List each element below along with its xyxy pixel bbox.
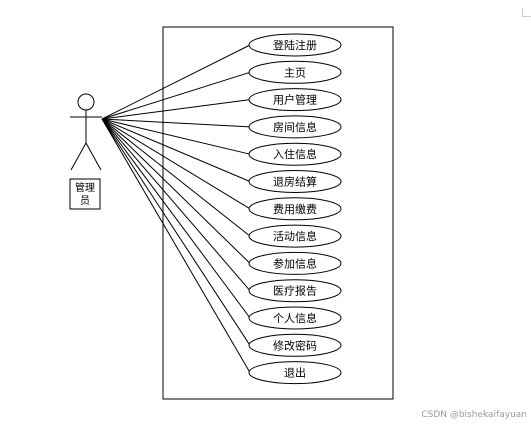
association-line — [101, 118, 251, 210]
use-case-label: 登陆注册 — [273, 38, 317, 52]
use-case[interactable]: 退出 — [248, 361, 342, 385]
use-case[interactable]: 活动信息 — [248, 224, 342, 248]
association-line — [101, 118, 251, 292]
use-case-ellipse — [248, 361, 342, 385]
use-case-ellipse — [248, 224, 342, 248]
use-case-ellipse — [248, 33, 342, 57]
association-line — [101, 71, 251, 120]
use-case-label: 活动信息 — [273, 229, 317, 243]
association-line — [101, 118, 251, 182]
use-case-ellipse — [248, 333, 342, 357]
use-case-ellipse — [248, 60, 342, 84]
use-case[interactable]: 医疗报告 — [248, 279, 342, 303]
use-case[interactable]: 主页 — [248, 60, 342, 84]
actor-label-box — [69, 178, 101, 210]
use-case-list: 登陆注册主页用户管理房间信息入住信息退房结算费用缴费活动信息参加信息医疗报告个人… — [248, 33, 342, 385]
use-case-ellipse — [248, 306, 342, 330]
use-case-label: 参加信息 — [273, 256, 317, 270]
corner-mark — [522, 8, 531, 17]
use-case[interactable]: 退房结算 — [248, 170, 342, 193]
association-line — [101, 44, 251, 120]
use-case-label: 费用缴费 — [273, 202, 317, 216]
actor-left-leg — [70, 142, 87, 171]
association-line — [101, 118, 251, 155]
actor-head — [77, 93, 95, 111]
use-case-label: 房间信息 — [273, 120, 317, 134]
use-case[interactable]: 房间信息 — [248, 115, 342, 139]
association-lines — [101, 44, 251, 373]
association-line — [101, 118, 251, 237]
association-line — [101, 118, 251, 373]
use-case[interactable]: 登陆注册 — [248, 33, 342, 57]
use-case-label: 医疗报告 — [273, 284, 317, 298]
use-case[interactable]: 修改密码 — [248, 333, 342, 357]
use-case-ellipse — [248, 279, 342, 303]
use-case-label: 主页 — [284, 66, 306, 79]
use-case-ellipse — [248, 88, 342, 112]
association-line — [101, 118, 251, 319]
actor-label-line2: 员 — [80, 195, 90, 207]
use-case-ellipse — [248, 251, 342, 275]
use-case[interactable]: 入住信息 — [248, 142, 342, 166]
watermark: CSDN @bishekaifayuan — [421, 410, 527, 420]
use-case-label: 退房结算 — [273, 175, 317, 189]
use-case-label: 修改密码 — [273, 338, 317, 352]
use-case[interactable]: 费用缴费 — [248, 197, 342, 221]
association-line — [101, 118, 251, 264]
association-line — [101, 118, 251, 346]
use-case[interactable]: 个人信息 — [248, 306, 342, 330]
use-case[interactable]: 用户管理 — [248, 88, 342, 112]
use-case-ellipse — [248, 170, 342, 193]
association-line — [101, 118, 251, 128]
actor-label-line1: 管理 — [75, 181, 95, 194]
use-case-label: 用户管理 — [273, 93, 317, 107]
use-case-ellipse — [248, 115, 342, 139]
use-case-label: 个人信息 — [273, 311, 317, 325]
association-line — [101, 99, 251, 120]
use-case-label: 退出 — [284, 366, 306, 380]
use-case-label: 入住信息 — [273, 147, 317, 161]
use-case-ellipse — [248, 197, 342, 221]
use-case[interactable]: 参加信息 — [248, 251, 342, 275]
actor-figure: 管理 员 — [69, 93, 102, 210]
use-case-ellipse — [248, 142, 342, 166]
actor-right-leg — [85, 142, 102, 171]
